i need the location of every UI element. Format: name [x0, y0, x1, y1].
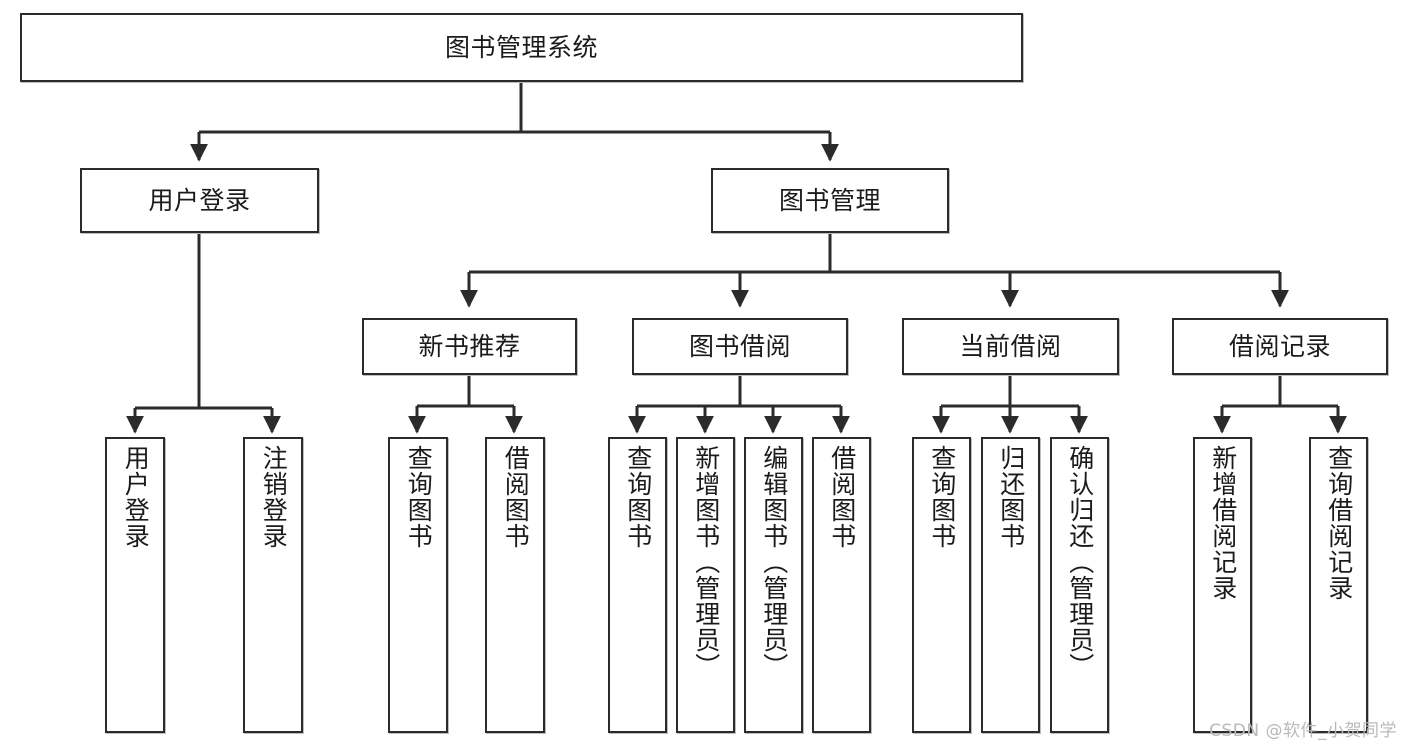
node-label: 借阅图书	[501, 445, 531, 549]
node-label: 图书管理系统	[444, 32, 598, 62]
leaf-logout-login[interactable]: 注销登录	[243, 437, 303, 733]
node-label: 图书借阅	[688, 331, 791, 361]
node-book-borrow[interactable]: 图书借阅	[632, 318, 848, 375]
node-label: 归还图书	[996, 445, 1026, 549]
node-user-login[interactable]: 用户登录	[80, 168, 319, 233]
node-new-book-recommend[interactable]: 新书推荐	[362, 318, 577, 375]
node-label: 新增图书（管理员）	[691, 445, 721, 679]
node-label: 借阅图书	[827, 445, 857, 549]
node-label: 查询借阅记录	[1324, 445, 1354, 601]
leaf-query-borrow-record[interactable]: 查询借阅记录	[1309, 437, 1368, 733]
node-label: 查询图书	[404, 445, 434, 549]
node-label: 图书管理	[778, 185, 881, 215]
leaf-return-book[interactable]: 归还图书	[981, 437, 1040, 733]
node-book-management-system[interactable]: 图书管理系统	[20, 13, 1023, 82]
node-label: 编辑图书（管理员）	[759, 445, 789, 679]
node-label: 查询图书	[623, 445, 653, 549]
node-label: 用户登录	[148, 185, 251, 215]
node-label: 新增借阅记录	[1208, 445, 1238, 601]
node-borrow-record[interactable]: 借阅记录	[1172, 318, 1388, 375]
leaf-borrow-book-recommend[interactable]: 借阅图书	[485, 437, 545, 733]
leaf-confirm-return-admin[interactable]: 确认归还（管理员）	[1050, 437, 1109, 733]
leaf-query-book-recommend[interactable]: 查询图书	[388, 437, 448, 733]
node-current-borrow[interactable]: 当前借阅	[902, 318, 1119, 375]
node-label: 查询图书	[927, 445, 957, 549]
node-label: 当前借阅	[959, 331, 1062, 361]
leaf-borrow-book[interactable]: 借阅图书	[812, 437, 871, 733]
leaf-add-borrow-record[interactable]: 新增借阅记录	[1193, 437, 1252, 733]
node-label: 注销登录	[259, 445, 289, 549]
leaf-add-book-admin[interactable]: 新增图书（管理员）	[676, 437, 735, 733]
watermark-text: CSDN @软件_小贺同学	[1209, 721, 1397, 741]
leaf-edit-book-admin[interactable]: 编辑图书（管理员）	[744, 437, 803, 733]
node-label: 确认归还（管理员）	[1065, 445, 1095, 679]
leaf-query-book-borrow[interactable]: 查询图书	[608, 437, 667, 733]
node-label: 用户登录	[121, 445, 151, 549]
leaf-user-login[interactable]: 用户登录	[105, 437, 165, 733]
node-label: 借阅记录	[1228, 331, 1331, 361]
node-label: 新书推荐	[418, 331, 521, 361]
leaf-query-book-current[interactable]: 查询图书	[912, 437, 971, 733]
node-book-management[interactable]: 图书管理	[711, 168, 949, 233]
